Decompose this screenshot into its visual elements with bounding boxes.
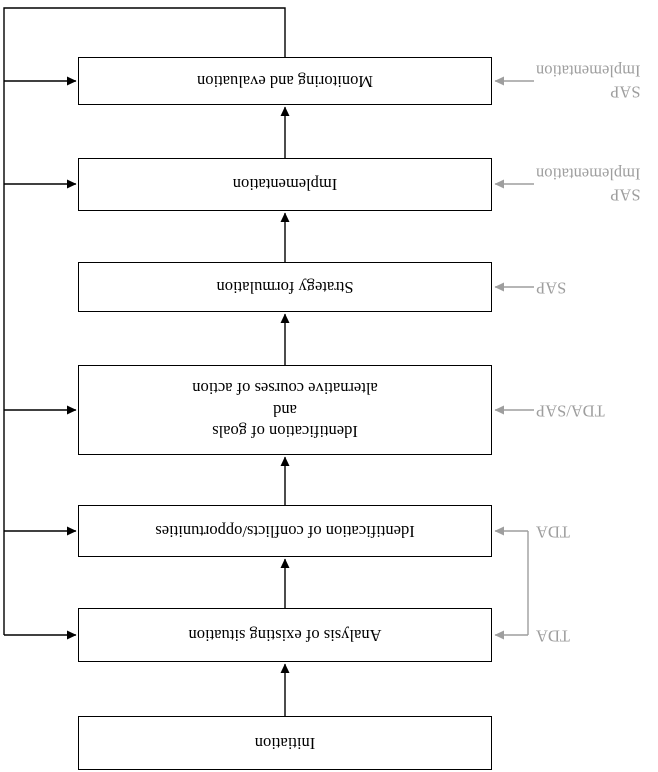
box-implementation-label: Implementation bbox=[232, 175, 338, 195]
box-analysis: Analysis of existing situation bbox=[78, 608, 492, 662]
box-initiation: Initiation bbox=[78, 716, 492, 770]
box-strategy-label: Strategy formulation bbox=[216, 277, 354, 297]
phase-label-implementation-line2: Implementation bbox=[536, 165, 641, 184]
box-implementation: Implementation bbox=[78, 158, 492, 211]
box-monitoring: Monitoring and evaluation bbox=[78, 57, 492, 105]
box-monitoring-label: Monitoring and evaluation bbox=[197, 71, 373, 91]
phase-label-implementation: SAP Implementation bbox=[536, 163, 641, 205]
box-strategy: Strategy formulation bbox=[78, 262, 492, 312]
phase-label-monitoring-line2: Implementation bbox=[536, 62, 641, 81]
phase-label-goals: TDA/SAP bbox=[536, 401, 605, 421]
feedback-loop-line bbox=[3, 7, 286, 635]
box-goals: Identification of goals and alternative … bbox=[78, 365, 492, 455]
box-initiation-label: Initiation bbox=[254, 733, 316, 753]
box-goals-label-line1: Identification of goals bbox=[212, 422, 358, 442]
box-conflicts: Identification of conflicts/opportunitie… bbox=[78, 505, 492, 557]
phase-label-analysis: TDA bbox=[536, 626, 570, 646]
phase-label-implementation-line1: SAP bbox=[610, 185, 641, 205]
phase-label-monitoring: SAP Implementation bbox=[536, 60, 641, 102]
box-goals-label-line3: alternative courses of action bbox=[192, 379, 378, 399]
phase-label-monitoring-line1: SAP bbox=[610, 82, 641, 102]
phase-label-conflicts: TDA bbox=[536, 522, 570, 542]
box-conflicts-label: Identification of conflicts/opportunitie… bbox=[155, 521, 415, 541]
box-goals-label-line2: and bbox=[273, 400, 297, 420]
box-analysis-label: Analysis of existing situation bbox=[188, 625, 382, 645]
phase-label-strategy: SAP bbox=[536, 278, 567, 298]
